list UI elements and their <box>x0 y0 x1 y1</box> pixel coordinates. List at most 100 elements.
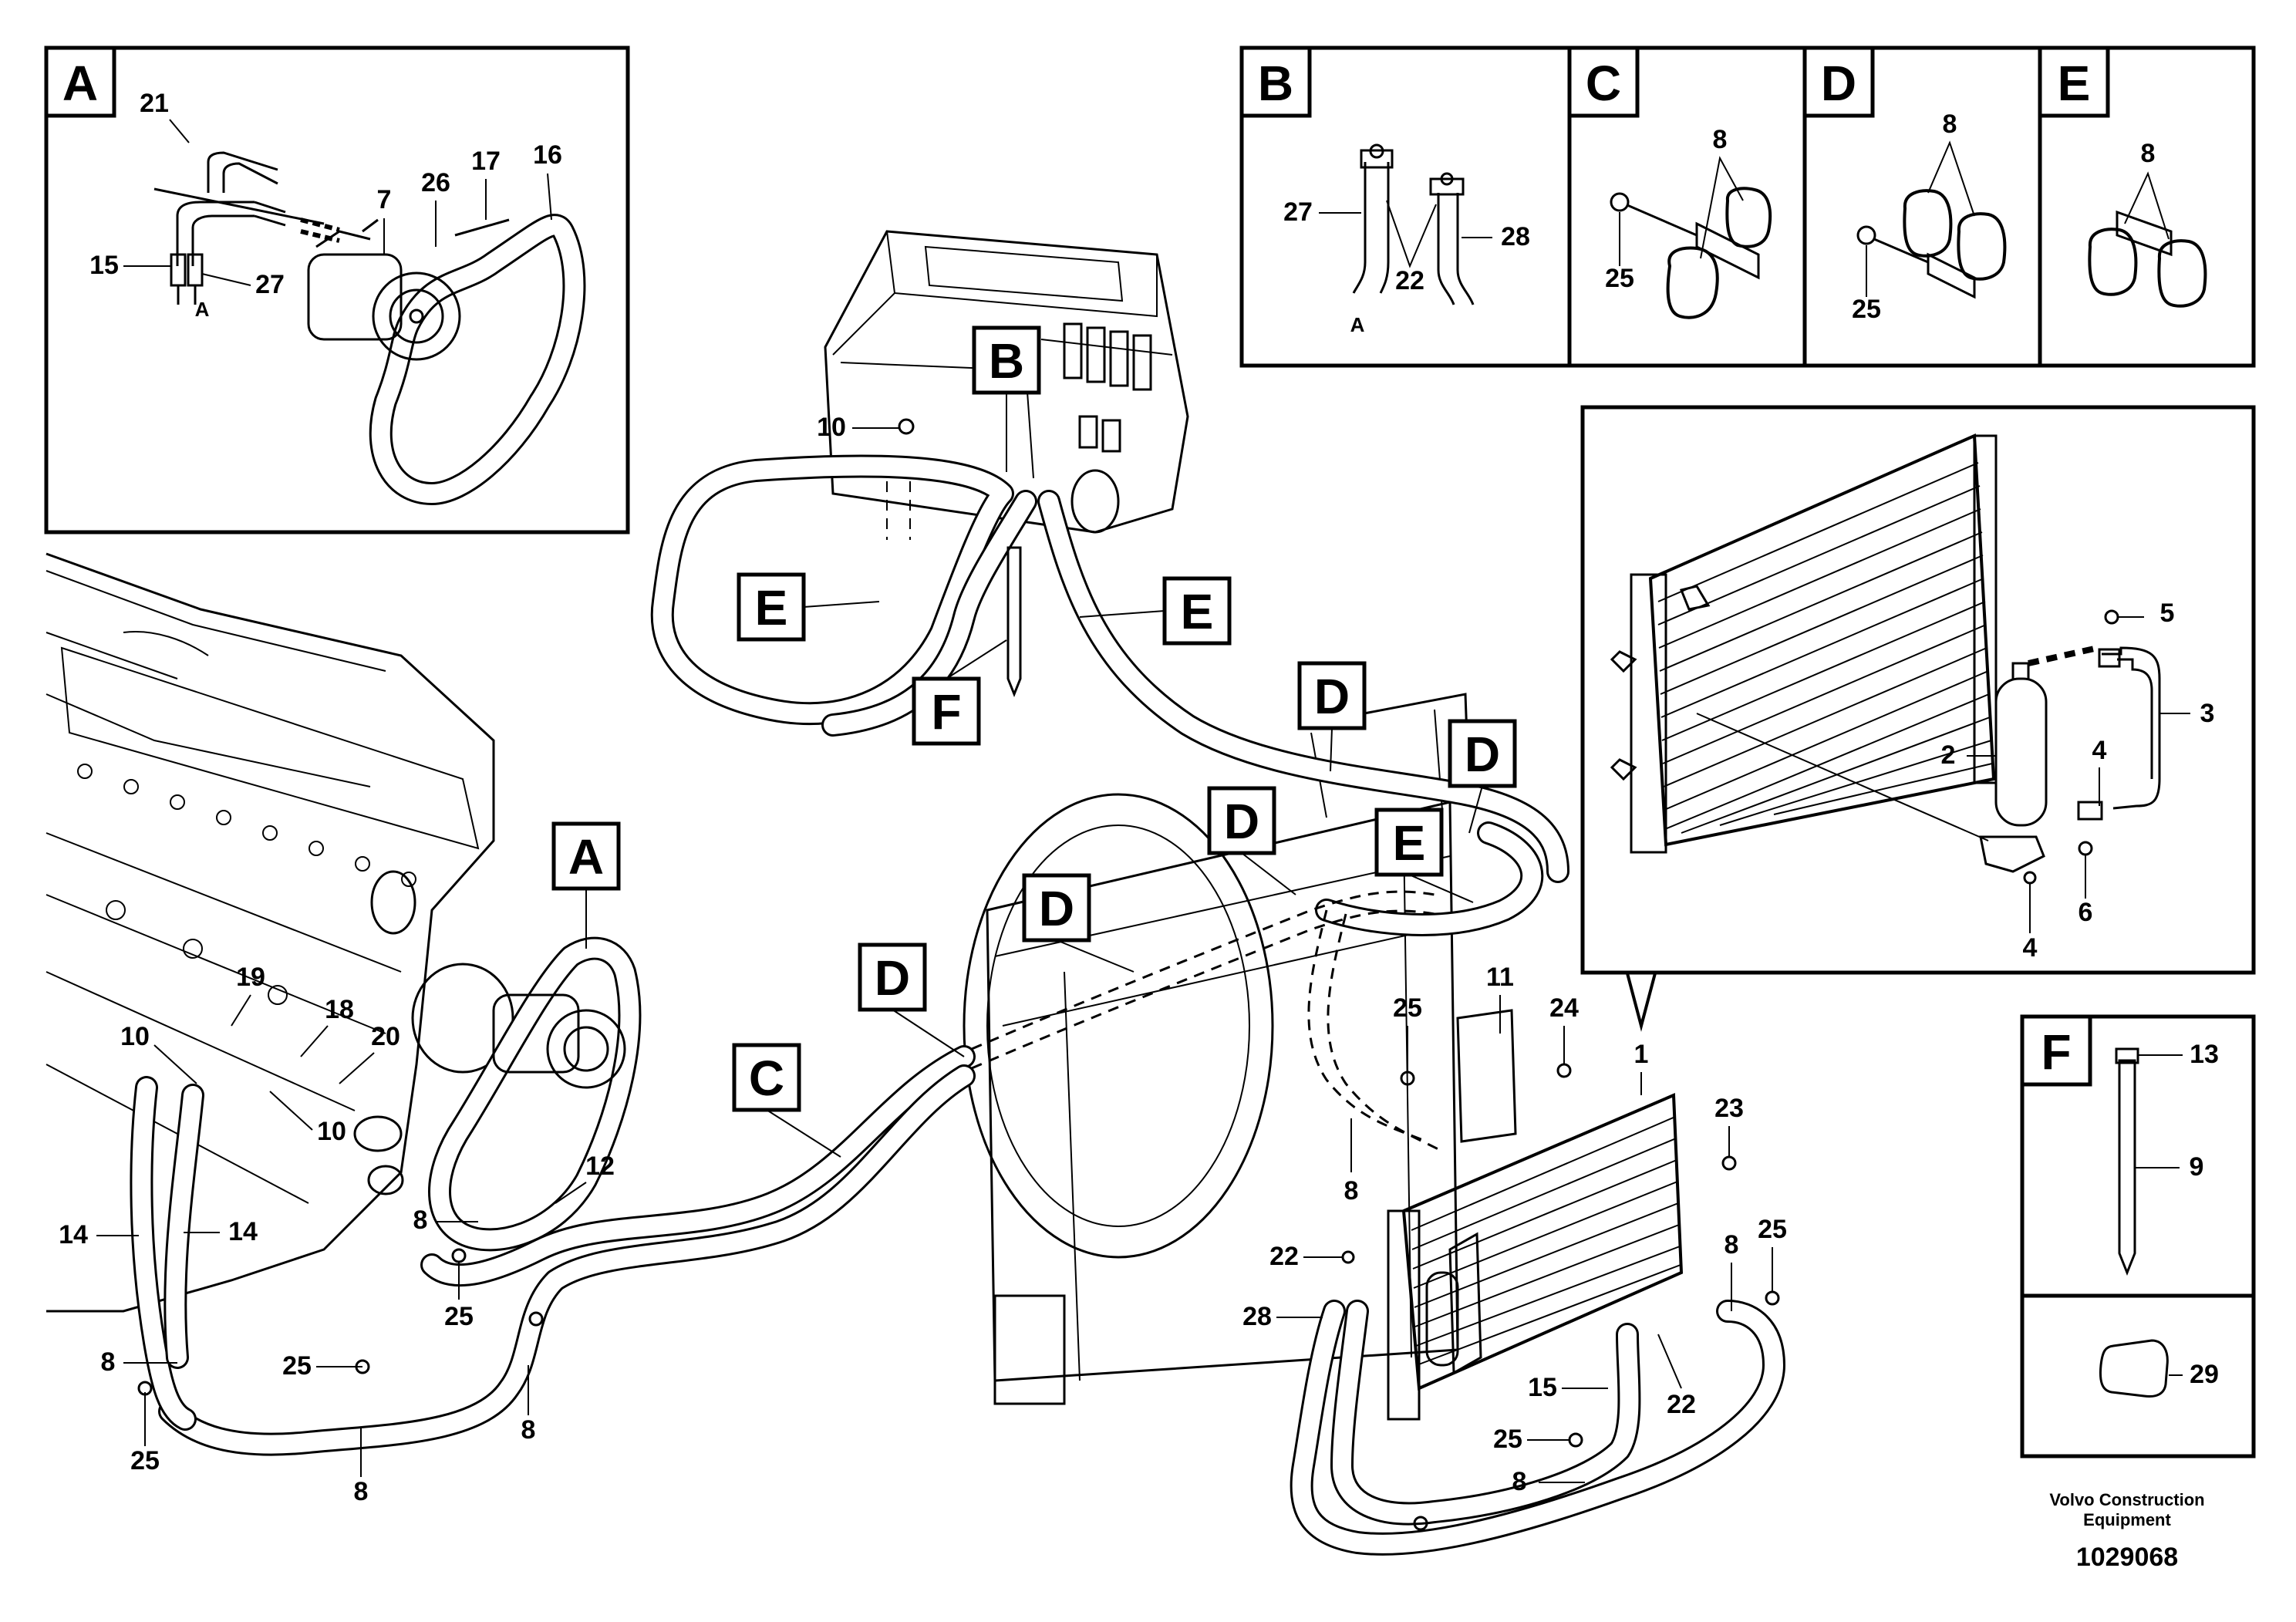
callout-engine-25b: 25 <box>130 1446 160 1475</box>
detail-a-callout-21: 21 <box>140 89 169 118</box>
receiver-drier <box>1994 677 2048 827</box>
callout-engine-8b: 8 <box>101 1347 116 1377</box>
main-tag-d-top <box>1297 661 1367 730</box>
detail-b-tag-label: B <box>1258 56 1293 111</box>
detail-a-callout-16: 16 <box>533 140 562 170</box>
svg-text:D: D <box>1224 794 1259 849</box>
hvac-valves <box>1063 322 1152 453</box>
svg-text:B: B <box>989 333 1024 389</box>
svg-text:D: D <box>875 950 910 1006</box>
callout-radiator-1: 1 <box>1634 1040 1649 1069</box>
svg-text:A: A <box>568 829 604 885</box>
svg-text:C: C <box>749 1050 784 1106</box>
detail-a-tag <box>44 46 116 118</box>
service-probe <box>2118 1059 2136 1276</box>
detail-e-tag <box>2038 46 2110 118</box>
callout-engine-14b: 14 <box>228 1217 258 1246</box>
callout-radiator-25b: 25 <box>1758 1215 1787 1244</box>
footer: Volvo Construction Equipment 1029068 <box>2049 1490 2204 1572</box>
detail-c-callout-8: 8 <box>1713 125 1728 154</box>
callout-radiator-22a: 22 <box>1269 1242 1299 1271</box>
brand-line-2: Equipment <box>2083 1510 2171 1529</box>
detail-c-callout-25: 25 <box>1605 264 1634 293</box>
callout-engine-14a: 14 <box>59 1220 88 1249</box>
detail-view-c: C 8 25 <box>1567 46 1772 319</box>
callout-engine-10a: 10 <box>120 1022 150 1051</box>
callout-radiator-25c: 25 <box>1493 1425 1522 1454</box>
detail-view-e: E 8 <box>2038 46 2207 308</box>
cooling-fan <box>963 793 1274 1259</box>
detail-d-tag-label: D <box>1821 56 1856 111</box>
detail-d-callout-25: 25 <box>1852 295 1881 324</box>
svg-text:E: E <box>1181 584 1214 639</box>
main-condenser <box>1387 1093 1684 1421</box>
detail-a-frame <box>44 46 630 534</box>
condenser-callout-4-bottom: 4 <box>2023 933 2038 963</box>
callout-radiator-8b: 8 <box>1725 1230 1739 1259</box>
svg-text:F: F <box>931 684 961 740</box>
detail-view-b: B 27 22 28 A <box>1239 46 1530 336</box>
detail-c-tag-label: C <box>1586 56 1621 111</box>
detail-b-callout-27: 27 <box>1283 197 1313 227</box>
main-tag-b <box>972 325 1041 395</box>
detail-strip: B 27 22 28 A C 8 25 <box>1239 46 2256 368</box>
compressor <box>307 218 461 361</box>
engine-bolts <box>77 764 416 1005</box>
svg-text:D: D <box>1465 727 1500 782</box>
svg-text:D: D <box>1314 669 1350 724</box>
main-tags: B E E F D D D E D D A C <box>551 325 1517 1158</box>
callout-engine-20: 20 <box>371 1022 400 1051</box>
detail-b-tag <box>1239 46 1312 118</box>
callout-radiator-25a: 25 <box>1393 993 1422 1023</box>
callout-radiator-15: 15 <box>1528 1373 1557 1402</box>
callout-engine-25c: 25 <box>282 1351 312 1381</box>
callout-engine-18: 18 <box>325 995 354 1024</box>
callout-radiator-8a: 8 <box>1344 1176 1359 1206</box>
callout-radiator-8c: 8 <box>1512 1467 1527 1496</box>
callout-radiator-22b: 22 <box>1667 1390 1696 1419</box>
callout-engine-8a: 8 <box>413 1206 428 1235</box>
detail-b-hose-letter: A <box>1350 313 1365 336</box>
svg-text:D: D <box>1039 881 1074 936</box>
detail-e-callout-8: 8 <box>2141 139 2156 168</box>
detail-a-callout-27: 27 <box>255 270 285 299</box>
detail-f-frame <box>2020 1014 2256 1458</box>
main-tag-e-left <box>737 572 806 642</box>
detail-view-f: F 13 9 29 <box>2020 1014 2256 1458</box>
engine <box>46 552 514 1313</box>
hoses <box>130 454 1785 1556</box>
callout-engine-10b: 10 <box>317 1117 346 1146</box>
detail-a-callout-7: 7 <box>377 185 392 214</box>
condenser-detail: 5 3 2 4 4 6 <box>1580 405 2256 1032</box>
callout-engine-19: 19 <box>236 963 265 992</box>
main-tag-d-mid <box>1207 786 1276 855</box>
detail-b-callout-28: 28 <box>1501 222 1530 251</box>
drawing-number: 1029068 <box>2076 1543 2178 1572</box>
detail-d-tag <box>1802 46 1875 118</box>
condenser-callout-4-top: 4 <box>2092 736 2107 765</box>
callout-engine-8c: 8 <box>354 1477 369 1506</box>
main-tag-f <box>912 676 981 746</box>
condenser-callout-2: 2 <box>1941 740 1956 770</box>
main-tag-d-right <box>1448 719 1517 788</box>
detail-f-callout-13: 13 <box>2190 1040 2219 1069</box>
detail-e-tag-label: E <box>2058 56 2091 111</box>
main-callouts: 10 19 18 20 10 14 14 12 8 25 8 25 25 8 8 <box>59 413 1787 1531</box>
detail-f-tag <box>2020 1014 2092 1087</box>
detail-a-hose-letter: A <box>195 298 210 321</box>
detail-f-callout-9: 9 <box>2190 1152 2204 1182</box>
brand-line-1: Volvo Construction <box>2049 1490 2204 1509</box>
condenser-callout-5: 5 <box>2160 599 2175 628</box>
callout-engine-25a: 25 <box>444 1302 474 1331</box>
detail-a-callout-26: 26 <box>421 168 450 197</box>
main-tag-e-radiator <box>1374 808 1444 877</box>
condenser-detail-frame <box>1580 405 2256 975</box>
detail-view-a: A 21 26 17 16 7 <box>44 46 630 534</box>
detail-c-tag <box>1567 46 1640 118</box>
detail-b-callout-22: 22 <box>1395 266 1424 295</box>
callout-engine-8d: 8 <box>521 1415 536 1445</box>
protective-cap <box>2099 1339 2169 1398</box>
callout-radiator-24: 24 <box>1549 993 1579 1023</box>
main-tag-e-right <box>1162 576 1232 646</box>
